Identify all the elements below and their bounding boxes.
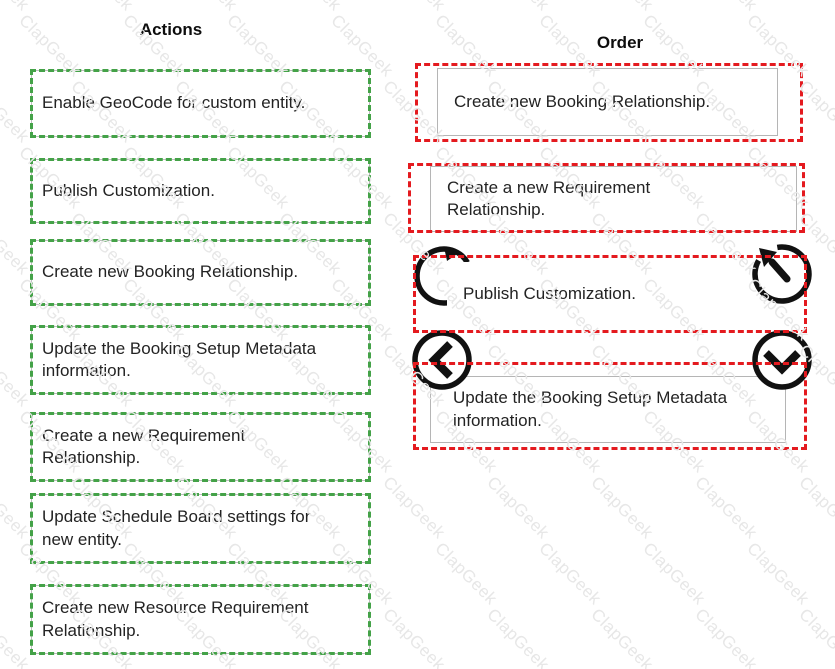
order-card-label: Create new Booking Relationship. bbox=[454, 91, 711, 111]
order-slot-2[interactable] bbox=[408, 163, 805, 233]
chevron-left-circle-icon[interactable] bbox=[409, 327, 475, 393]
action-item-update-booking-setup-metadata[interactable]: Update the Booking Setup Metadata inform… bbox=[30, 325, 371, 395]
action-item-label: Enable GeoCode for custom entity. bbox=[42, 93, 306, 113]
order-column-title: Order bbox=[596, 33, 644, 52]
action-item-publish-customization[interactable]: Publish Customization. bbox=[30, 158, 371, 224]
action-item-label: Update the Booking Setup Metadata inform… bbox=[42, 338, 317, 380]
order-card-update-booking-setup-metadata[interactable]: Update the Booking Setup Metadata inform… bbox=[430, 376, 786, 443]
action-item-label: Create a new Requirement Relationship. bbox=[42, 425, 246, 467]
action-item-label: Create new Resource Requirement Relation… bbox=[42, 598, 309, 640]
order-card-publish-customization[interactable]: Publish Customization. bbox=[447, 262, 745, 326]
action-item-update-schedule-board[interactable]: Update Schedule Board settings for new e… bbox=[30, 493, 371, 564]
order-card-label: Update the Booking Setup Metadata inform… bbox=[453, 388, 728, 430]
action-item-create-requirement-relationship[interactable]: Create a new Requirement Relationship. bbox=[30, 412, 371, 482]
order-card-create-requirement-relationship[interactable]: Create a new Requirement Relationship. bbox=[430, 166, 797, 232]
action-item-label: Update Schedule Board settings for new e… bbox=[42, 507, 311, 549]
action-item-label: Create new Booking Relationship. bbox=[42, 262, 299, 282]
order-slot-1[interactable] bbox=[415, 63, 803, 142]
order-card-create-booking-relationship[interactable]: Create new Booking Relationship. bbox=[437, 68, 778, 136]
action-item-label: Publish Customization. bbox=[42, 180, 215, 200]
action-item-create-resource-requirement[interactable]: Create new Resource Requirement Relation… bbox=[30, 584, 371, 655]
order-slot-4[interactable] bbox=[413, 362, 807, 450]
actions-column-title: Actions bbox=[139, 20, 203, 39]
action-item-create-booking-relationship[interactable]: Create new Booking Relationship. bbox=[30, 239, 371, 306]
order-card-label: Create a new Requirement Relationship. bbox=[447, 177, 651, 219]
order-card-label: Publish Customization. bbox=[463, 283, 636, 303]
order-slot-3[interactable] bbox=[413, 255, 807, 333]
action-item-enable-geocode[interactable]: Enable GeoCode for custom entity. bbox=[30, 69, 371, 138]
chevron-down-circle-icon[interactable] bbox=[749, 327, 815, 393]
